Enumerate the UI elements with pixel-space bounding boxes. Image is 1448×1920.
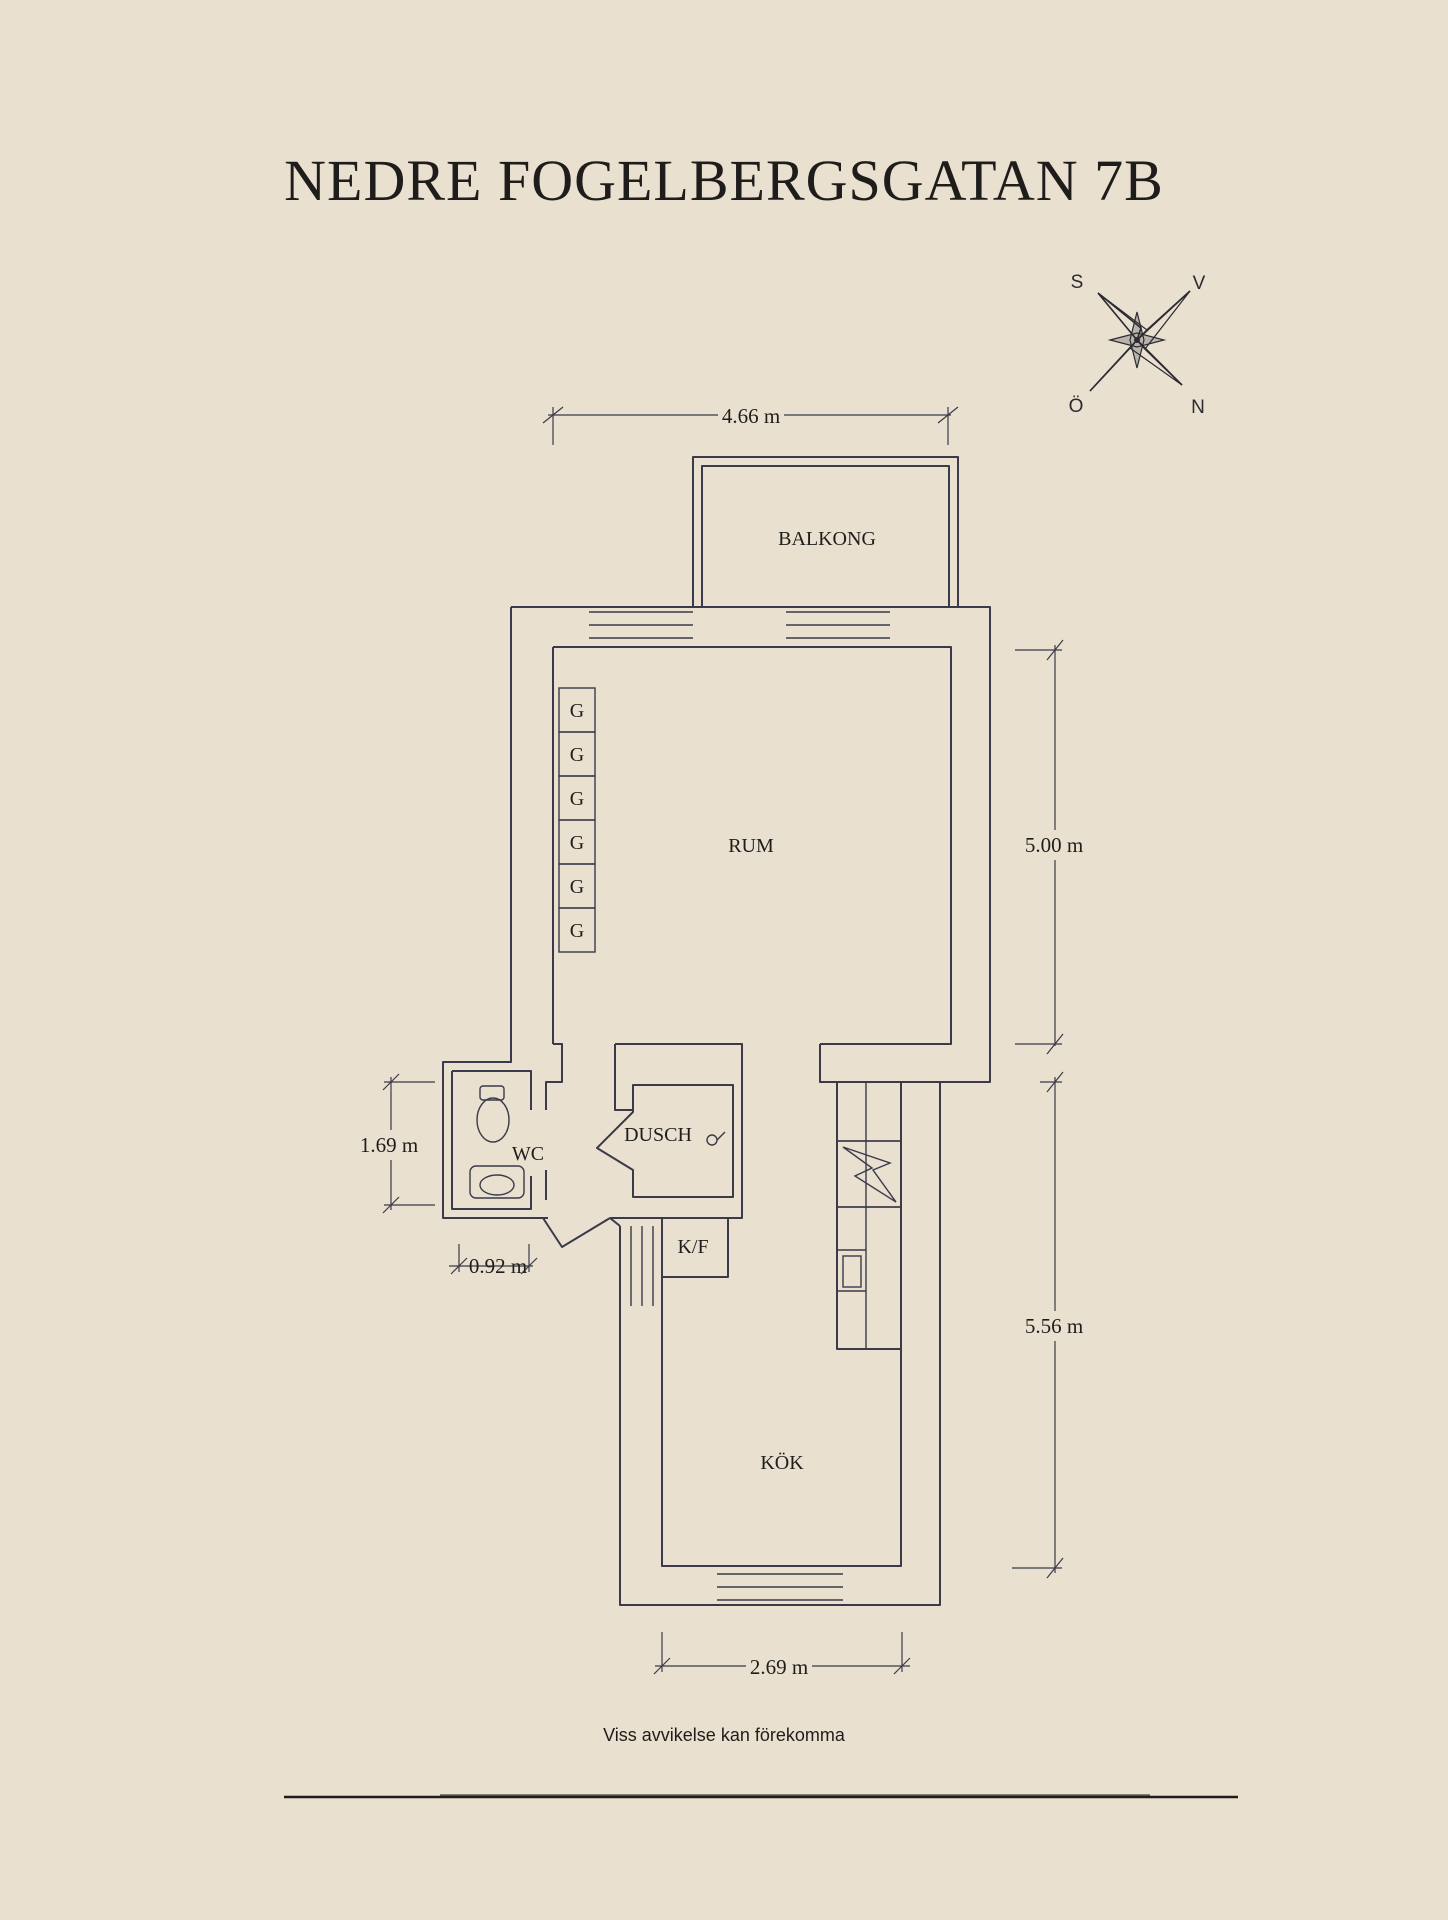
compass-label-n: N <box>1191 397 1205 418</box>
sink-icon <box>469 1165 525 1199</box>
kitchen-entry-partition <box>609 1217 654 1306</box>
disclaimer-note: Viss avvikelse kan förekomma <box>603 1725 846 1745</box>
room-label-wc: WC <box>512 1143 544 1165</box>
dimension-label-rum-height: 5.00 m <box>1025 833 1083 857</box>
toilet-icon <box>476 1085 510 1143</box>
compass-label-o: Ö <box>1069 396 1084 417</box>
wardrobe-label: G <box>570 744 584 766</box>
dimension-label-kok-height: 5.56 m <box>1025 1314 1083 1338</box>
dimension-line-wc-width <box>449 1244 538 1275</box>
wardrobe-label: G <box>570 832 584 854</box>
room-label-dusch: DUSCH <box>624 1124 692 1146</box>
dimension-label-bottom-width: 2.69 m <box>750 1655 808 1679</box>
kitchen-counter <box>836 1082 901 1350</box>
dimension-label-wc-width: 0.92 m <box>469 1254 527 1278</box>
wardrobe-label: G <box>570 876 584 898</box>
wc-room <box>443 1061 611 1248</box>
compass-rose-icon <box>1089 290 1191 392</box>
dimension-line-wc-height <box>382 1073 435 1214</box>
exterior-walls <box>442 606 991 1606</box>
dimension-label-wc-height: 1.69 m <box>360 1133 418 1157</box>
room-label-balkong: BALKONG <box>778 528 876 550</box>
room-label-kok: KÖK <box>760 1451 804 1474</box>
chimney-icon <box>836 1140 902 1208</box>
compass-label-v: V <box>1193 273 1206 294</box>
wardrobe-label: G <box>570 920 584 942</box>
balcony <box>692 456 959 607</box>
compass-label-s: S <box>1071 272 1084 293</box>
fridge-freezer <box>661 1217 729 1278</box>
wardrobe-column <box>558 687 596 953</box>
wardrobe-label: G <box>570 700 584 722</box>
room-label-kf: K/F <box>677 1236 708 1258</box>
room-label-rum: RUM <box>728 835 774 857</box>
wardrobe-label: G <box>570 788 584 810</box>
shower-head-icon <box>706 1131 726 1146</box>
page-title: NEDRE FOGELBERGSGATAN 7B <box>284 148 1164 213</box>
dimension-label-top-width: 4.66 m <box>722 404 780 428</box>
